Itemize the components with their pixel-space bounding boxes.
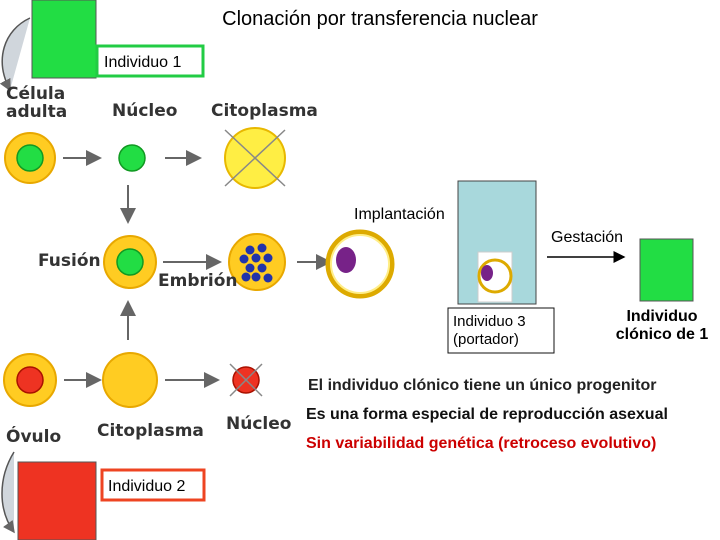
label-embrion: Embrión	[158, 271, 238, 291]
label-nucleo-top: Núcleo	[112, 101, 178, 121]
clone-label-line1: Individuo	[626, 308, 698, 325]
label-ovulo: Óvulo	[6, 427, 62, 447]
label-citoplasma-top: Citoplasma	[211, 101, 318, 121]
individual-2-label: Individuo 2	[104, 476, 190, 498]
cytoplasm-top-discarded	[224, 127, 286, 189]
label-citoplasma-bottom: Citoplasma	[97, 421, 204, 441]
label-implantacion: Implantación	[354, 206, 445, 224]
curved-arrow-top	[0, 17, 31, 92]
carrier-label-line1: Individuo 3	[453, 313, 526, 330]
carrier-label-frame	[447, 307, 555, 354]
note-no-variability: Sin variabilidad genética (retroceso evo…	[306, 435, 657, 452]
adult-cell	[4, 132, 56, 184]
individual-1-label-frame	[95, 44, 205, 78]
carrier-label: Individuo 3 (portador)	[453, 313, 526, 349]
nucleus-bottom-discarded	[229, 363, 263, 397]
embryo	[228, 233, 286, 291]
curved-arrow-bottom	[1, 451, 15, 534]
carrier-label-line2: (portador)	[453, 331, 519, 348]
individual-1-square	[31, 0, 97, 79]
egg-cell	[3, 353, 57, 407]
label-celula: Célula	[6, 84, 66, 104]
nucleus-top	[118, 144, 146, 172]
clone-square	[639, 238, 694, 302]
clone-label: Individuo clónico de 1	[604, 308, 720, 344]
individual-1-label: Individuo 1	[100, 52, 186, 74]
label-gestacion: Gestación	[551, 229, 624, 246]
cytoplasm-bottom	[102, 352, 158, 408]
diagram-title: Clonación por transferencia nuclear	[222, 8, 538, 30]
label-nucleo-bottom: Núcleo	[226, 414, 292, 434]
blastocyst	[325, 229, 395, 299]
fusion-cell	[103, 235, 157, 289]
label-fusion: Fusión	[38, 251, 101, 271]
label-adulta: adulta	[6, 102, 68, 122]
note-single-parent: El individuo clónico tiene un único prog…	[308, 377, 657, 394]
note-asexual: Es una forma especial de reproducción as…	[306, 406, 668, 423]
implanted-embryo	[477, 258, 513, 294]
clone-label-line2: clónico de 1	[615, 326, 709, 343]
individual-2-label-frame	[100, 468, 206, 502]
individual-2-square	[17, 461, 97, 540]
